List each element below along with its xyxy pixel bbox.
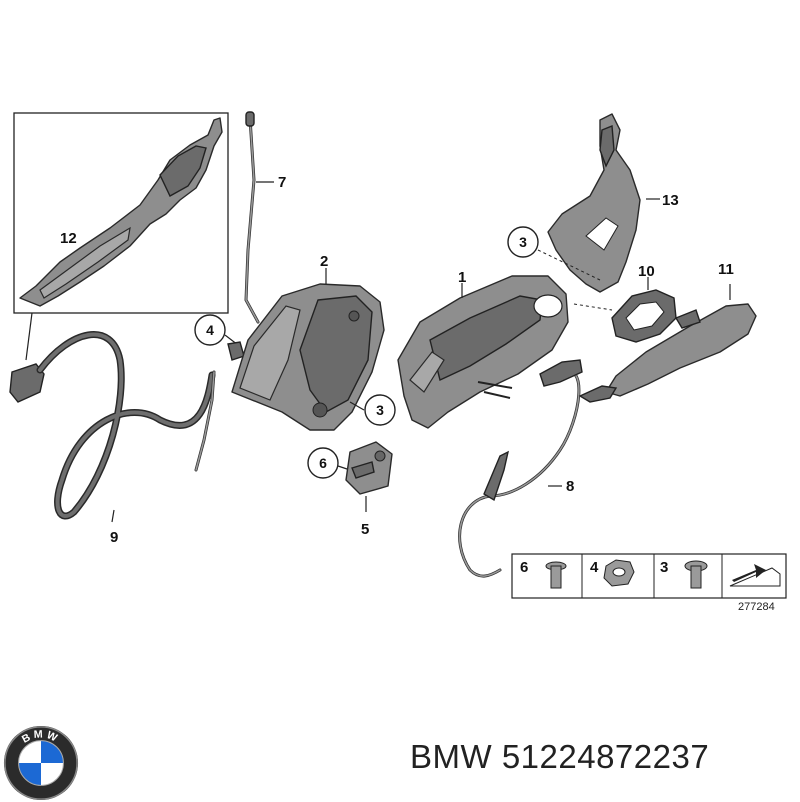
- screw-6-icon: [545, 561, 567, 589]
- outer-handle-11: [578, 303, 757, 403]
- bmw-logo: BMW: [3, 725, 79, 801]
- callout-7: 7: [278, 174, 286, 191]
- callout-3a-circle: [364, 394, 396, 426]
- callout-2: 2: [320, 253, 328, 270]
- nut-4-icon: [603, 559, 635, 587]
- callout-5: 5: [361, 521, 369, 538]
- callout-3b: 3: [519, 234, 527, 250]
- callout-6-circle: [307, 447, 339, 479]
- callout-3b-circle: [507, 226, 539, 258]
- clip-4: [227, 341, 245, 361]
- callout-8: 8: [566, 478, 574, 495]
- logo-text: BMW: [20, 728, 59, 745]
- bracket-5: [345, 441, 393, 495]
- svg-text:BMW: BMW: [20, 728, 62, 745]
- table-label-6: 6: [520, 559, 528, 576]
- callout-9: 9: [110, 529, 118, 546]
- callout-6: 6: [319, 455, 327, 471]
- cable-8: [458, 359, 583, 578]
- callout-3a: 3: [376, 402, 384, 418]
- callout-1: 1: [458, 269, 466, 286]
- part-number-label: BMW 51224872237: [410, 738, 710, 775]
- door-lock-2: [231, 283, 385, 431]
- gasket-10: [611, 289, 677, 343]
- handle-carrier-1: [397, 275, 569, 429]
- callout-4: 4: [206, 322, 214, 338]
- callout-12: 12: [60, 230, 77, 247]
- rod-7: [244, 111, 260, 324]
- table-label-4: 4: [590, 559, 599, 576]
- screw-3-icon: [684, 560, 708, 589]
- table-label-3: 3: [660, 559, 668, 576]
- callout-10: 10: [638, 263, 655, 280]
- callout-4-circle: [194, 314, 226, 346]
- callout-11: 11: [718, 261, 734, 278]
- bracket-13: [547, 113, 641, 293]
- diagram-reference-number: 277284: [738, 601, 775, 613]
- inset-frame: [13, 112, 229, 314]
- callout-13: 13: [662, 192, 679, 209]
- wedge-arrow-icon: [729, 564, 781, 587]
- connector-9: [9, 363, 45, 403]
- hardware-table: 6 4 3: [511, 553, 787, 599]
- inner-handle-carrier: [19, 117, 223, 307]
